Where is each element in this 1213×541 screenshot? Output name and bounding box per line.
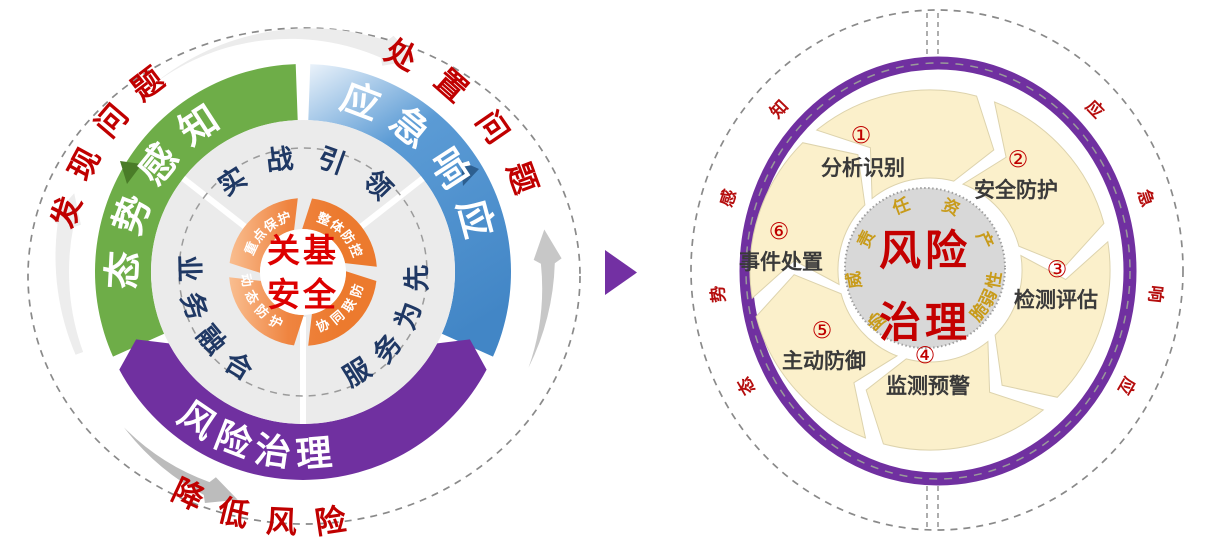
core-title-line2: 安全 [267,275,339,314]
step-6-number: ⑥ [769,219,790,245]
cycle-steps: ① 分析识别 ② 安全防护 ③ 检测评估 ④ 监测预警 ⑤ 主动防御 ⑥ 事件处… [739,123,1098,398]
step-2-label: 安全防护 [974,178,1058,202]
core-title-line1: 关基 [267,231,339,270]
left-inner-dashed-ring [178,147,428,397]
cycle-arrows [749,89,1111,451]
outer-char-shi: 势 [707,284,730,303]
step-4-label: 监测预警 [886,374,970,398]
risk-title-line2: 治理 [879,298,971,347]
step-4-number: ④ [915,343,936,369]
swoosh-arrow-right [528,229,562,368]
step-6-label: 事件处置 [739,250,823,274]
outer-char-zhi: 知 [765,96,793,124]
factor-char-zi: 资 [939,194,963,220]
risk-center-disc [844,187,1006,349]
right-outer-dashed-ring [690,9,1184,531]
step-2-number: ② [1008,147,1029,173]
risk-title-line1: 风险 [879,226,971,275]
outer-char-tai: 态 [733,373,760,398]
purple-ring-dashed-overlay [745,62,1131,480]
step-1-label: 分析识别 [821,156,905,180]
swoosh-arrow-left [51,193,84,355]
arc-emergency-response [308,64,511,357]
meridian-dashed-lines [926,13,939,531]
right-cycle-diagram: 责 任 资 产 威 胁 脆 弱 性 风险 治理 ① 分析识别 ② 安全防护 ③ … [690,9,1184,531]
outer-char-ying2: 应 [1113,373,1140,398]
step-5-number: ⑤ [812,318,833,344]
factor-char-ruo: 弱 [976,286,1001,310]
outer-char-gan: 感 [716,187,741,210]
factor-char-xing: 性 [983,270,1007,290]
outer-char-xiang: 响 [1144,284,1167,303]
left-cycle-diagram: 发现问题 处置问题 降低风险 态势感知 应急响应 风险治理 实战引领 业务融合 … [27,27,581,541]
outer-char-ji: 急 [1133,187,1158,210]
step-5-label: 主动防御 [782,349,866,373]
swoosh-arrow-bottom [124,427,238,503]
step-3-label: 检测评估 [1014,288,1098,312]
step-3-number: ③ [1047,257,1068,283]
label-reduce-risk: 降低风险 [166,472,368,541]
step-1-number: ① [851,123,872,149]
outer-char-ying1: 应 [1081,96,1108,123]
transform-arrow-icon [605,250,637,295]
left-outer-dashed-ring [27,27,581,525]
core-badge-center [260,229,346,315]
factor-char-wei: 威 [843,270,867,290]
arc-risk-governance [119,339,487,480]
arc-situational-awareness [95,64,298,357]
green-pennant-icon [120,161,142,184]
swoosh-arrow-top [155,28,416,83]
blue-pennant-icon [461,161,479,186]
core-badge-ring [229,198,377,346]
